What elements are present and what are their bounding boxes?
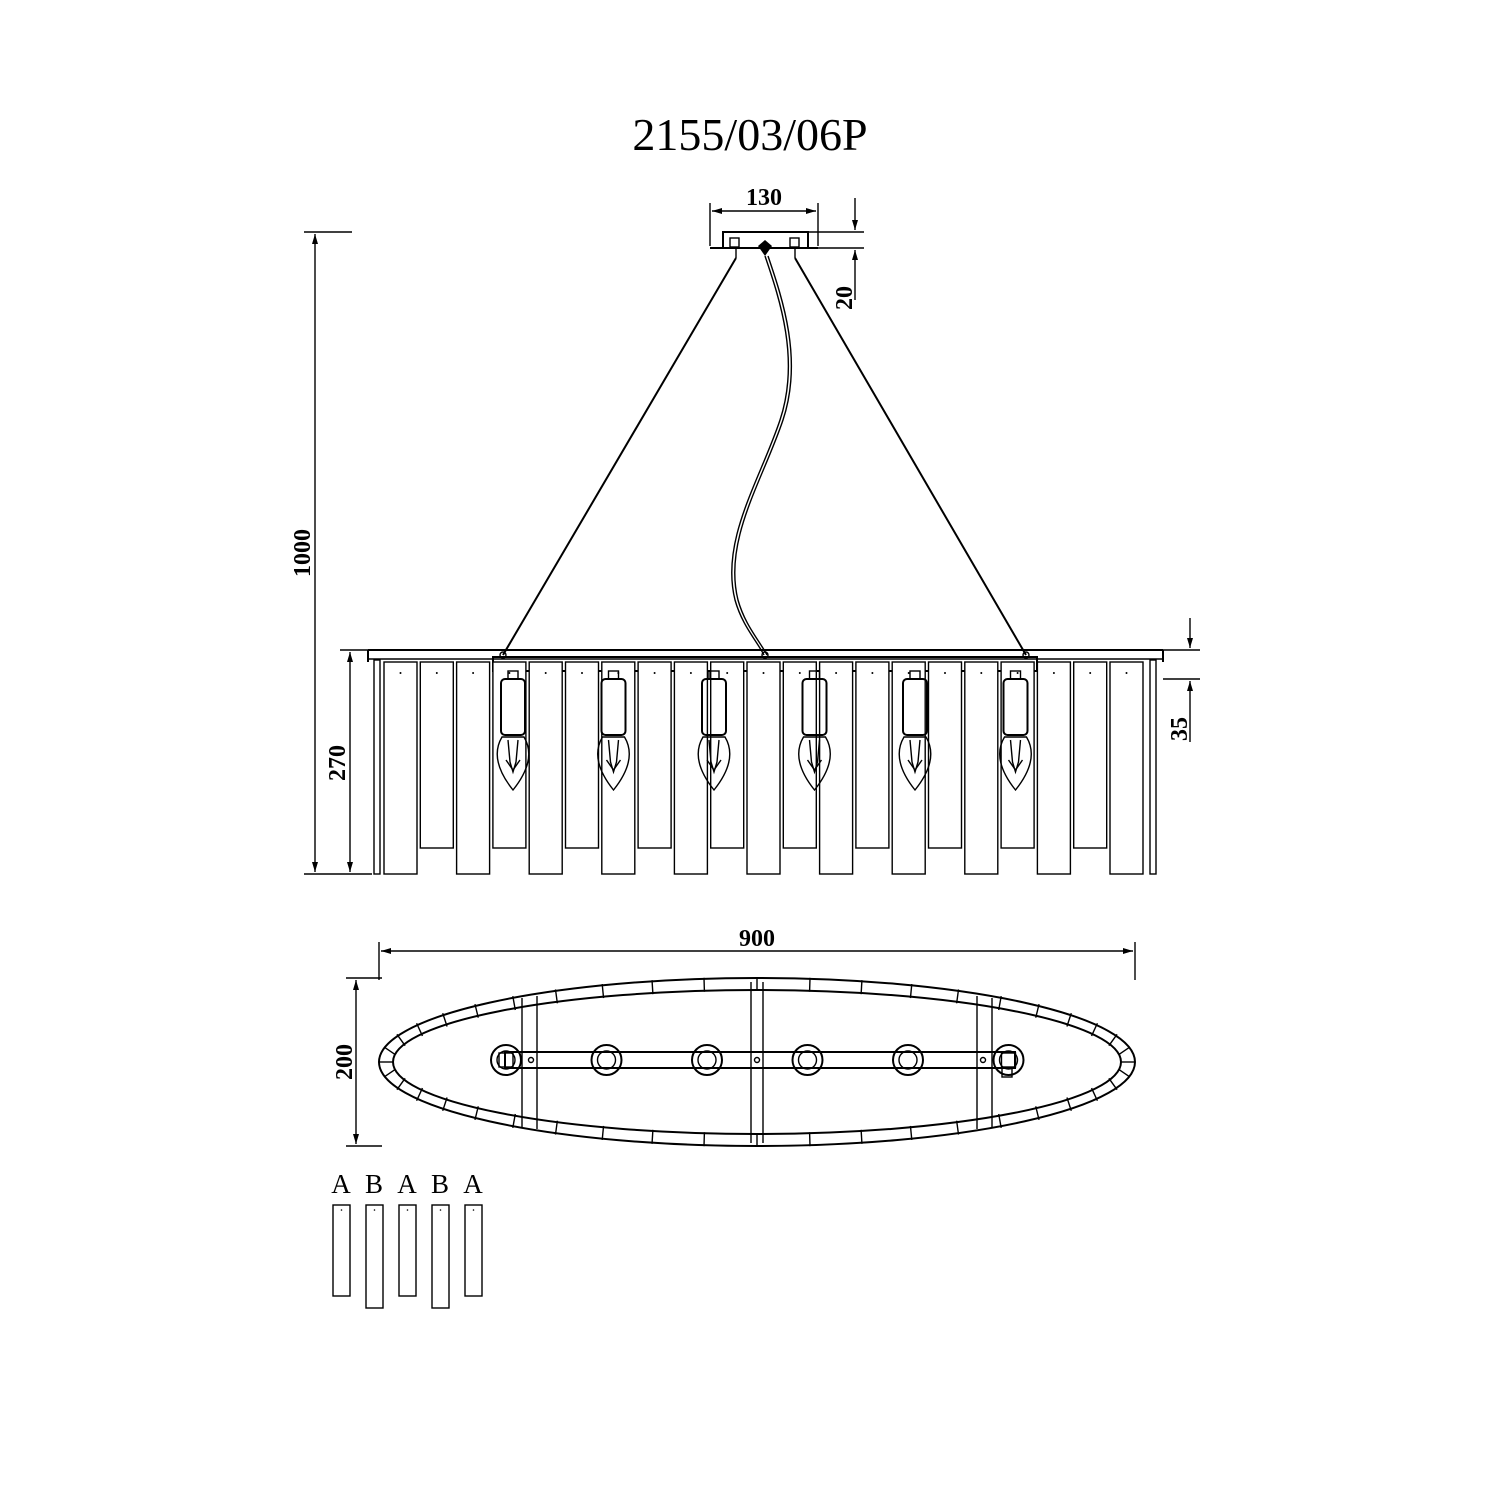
total-height-dimension: 1000 <box>290 231 372 875</box>
suspension-cables <box>499 255 1030 659</box>
glass-panel-short <box>1072 661 1108 849</box>
glass-panel-short <box>710 661 745 849</box>
width-label: 200 <box>332 1044 358 1080</box>
bulb <box>999 670 1032 792</box>
length-dimension: 900 <box>378 926 1136 980</box>
glass-panel-short <box>419 661 454 849</box>
legend-panel-b <box>365 1204 384 1309</box>
glass-panel-long <box>383 661 418 875</box>
bulb <box>597 670 630 792</box>
glass-panel-long <box>891 661 926 875</box>
socket-plan <box>892 1044 924 1076</box>
canopy-height-dimension: 20 <box>808 198 864 310</box>
legend-label: A <box>331 1169 351 1199</box>
glass-panel-short <box>564 661 600 849</box>
bulb <box>697 670 731 792</box>
glass-panel-long <box>455 661 491 875</box>
glass-panel-short <box>637 661 672 849</box>
frame-height-label: 35 <box>1167 717 1193 741</box>
total-height-label: 1000 <box>290 529 316 577</box>
bulb <box>496 670 530 792</box>
legend-panel-a <box>464 1204 483 1297</box>
fixture-front-view <box>367 649 1164 875</box>
legend-panel-a <box>398 1204 417 1297</box>
width-dimension: 200 <box>332 977 382 1147</box>
body-height-label: 270 <box>325 745 351 781</box>
canopy-width-label: 130 <box>746 185 782 211</box>
socket-plan <box>791 1044 824 1076</box>
socket-plan <box>992 1044 1025 1076</box>
legend-label: B <box>365 1169 383 1199</box>
glass-panel-long <box>601 661 636 875</box>
legend-label: B <box>431 1169 449 1199</box>
legend-panel-b <box>431 1204 450 1309</box>
frame-height-dimension: 35 <box>1163 618 1200 742</box>
model-title: 2155/03/06P <box>632 109 868 160</box>
body-height-dimension: 270 <box>325 649 368 872</box>
legend-panel-a <box>332 1204 351 1297</box>
glass-panel-short <box>927 661 963 849</box>
socket-plan <box>691 1044 723 1076</box>
legend-label: A <box>397 1169 417 1199</box>
glass-panel-short <box>1000 661 1035 849</box>
canopy-width-dimension: 130 <box>709 185 819 246</box>
legend-label: A <box>463 1169 483 1199</box>
canopy <box>710 231 818 258</box>
glass-panel-long <box>964 661 999 875</box>
socket-plan <box>490 1044 522 1076</box>
canopy-height-label: 20 <box>832 286 858 310</box>
fixture-top-view <box>378 977 1136 1147</box>
length-label: 900 <box>739 926 775 952</box>
glass-panel-long <box>818 661 854 875</box>
bulb <box>898 670 932 792</box>
bulb <box>798 670 831 792</box>
socket-plan <box>590 1044 623 1076</box>
glass-panel-long <box>1036 661 1072 875</box>
glass-panel-long <box>528 661 563 875</box>
glass-panel-short <box>855 661 890 849</box>
glass-panel-long <box>746 661 781 875</box>
glass-panel-long <box>1109 661 1144 875</box>
